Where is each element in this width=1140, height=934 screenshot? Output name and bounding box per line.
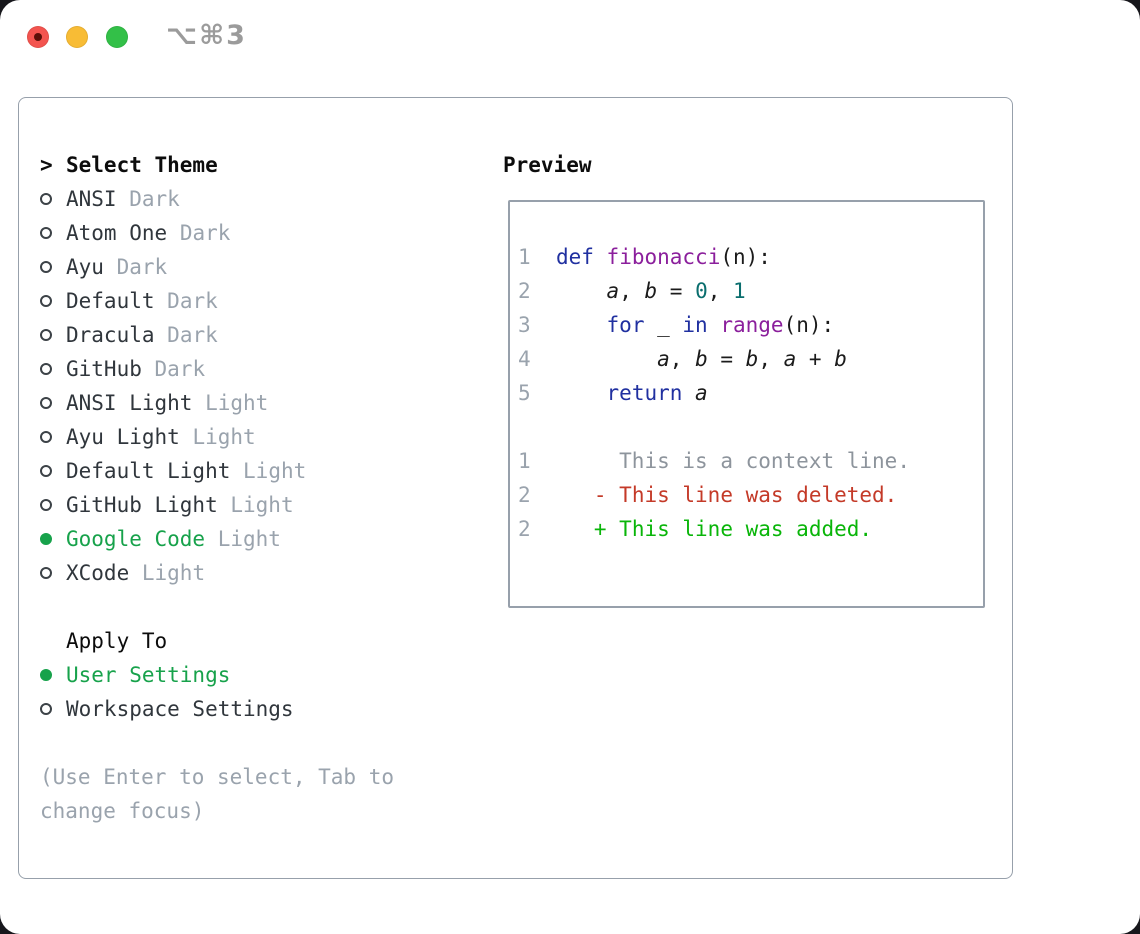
selection-cursor-icon: >	[40, 153, 53, 177]
radio-icon	[40, 227, 52, 239]
apply-to-header-row: Apply To	[40, 624, 394, 658]
apply-option[interactable]: User Settings	[40, 658, 394, 692]
marker	[40, 567, 66, 579]
option-label: Workspace Settings	[66, 697, 294, 721]
select-theme-header: Select Theme	[66, 153, 218, 177]
option-label: Default Dark	[66, 289, 218, 313]
theme-option[interactable]: Default Dark	[40, 284, 394, 318]
select-theme-header-row: > Select Theme	[40, 148, 394, 182]
unsaved-changes-dot-icon	[34, 33, 42, 41]
preview-column: Preview 1 def fibonacci(n): 2 a, b = 0, …	[503, 148, 985, 608]
radio-icon	[40, 499, 52, 511]
radio-icon	[40, 703, 52, 715]
theme-option[interactable]: Ayu Light Light	[40, 420, 394, 454]
radio-icon	[40, 295, 52, 307]
option-label: XCode Light	[66, 561, 206, 585]
theme-option[interactable]: Default Light Light	[40, 454, 394, 488]
option-label: Ayu Light Light	[66, 425, 256, 449]
theme-option[interactable]: Dracula Dark	[40, 318, 394, 352]
theme-option[interactable]: XCode Light	[40, 556, 394, 590]
option-label: Atom One Dark	[66, 221, 231, 245]
apply-option[interactable]: Workspace Settings	[40, 692, 394, 726]
radio-selected-icon	[40, 669, 52, 681]
close-button[interactable]	[27, 26, 49, 48]
option-label: GitHub Dark	[66, 357, 206, 381]
marker	[40, 261, 66, 273]
theme-option[interactable]: ANSI Dark	[40, 182, 394, 216]
radio-icon	[40, 567, 52, 579]
radio-icon	[40, 363, 52, 375]
minimize-button[interactable]	[66, 26, 88, 48]
theme-preview-box: 1 def fibonacci(n): 2 a, b = 0, 1 3 for …	[508, 200, 985, 608]
marker	[40, 397, 66, 409]
preview-code: 1 def fibonacci(n): 2 a, b = 0, 1 3 for …	[518, 245, 910, 541]
help-text-line-2: change focus)	[40, 799, 205, 823]
marker	[40, 431, 66, 443]
radio-icon	[40, 397, 52, 409]
option-label: Google Code Light	[66, 527, 281, 551]
spacer	[40, 590, 394, 624]
theme-option[interactable]: GitHub Light Light	[40, 488, 394, 522]
marker	[40, 363, 66, 375]
radio-icon	[40, 329, 52, 341]
radio-icon	[40, 193, 52, 205]
marker	[40, 227, 66, 239]
marker	[40, 703, 66, 715]
marker	[40, 669, 66, 681]
option-label: GitHub Light Light	[66, 493, 294, 517]
marker	[40, 295, 66, 307]
theme-option[interactable]: ANSI Light Light	[40, 386, 394, 420]
marker	[40, 465, 66, 477]
spacer	[40, 726, 394, 760]
theme-option[interactable]: GitHub Dark	[40, 352, 394, 386]
theme-option[interactable]: Ayu Dark	[40, 250, 394, 284]
preview-header: Preview	[503, 153, 592, 177]
option-label: Dracula Dark	[66, 323, 218, 347]
option-label: ANSI Dark	[66, 187, 180, 211]
theme-option[interactable]: Google Code Light	[40, 522, 394, 556]
theme-option[interactable]: Atom One Dark	[40, 216, 394, 250]
marker	[40, 193, 66, 205]
radio-icon	[40, 261, 52, 273]
marker	[40, 533, 66, 545]
option-label: Ayu Dark	[66, 255, 168, 279]
radio-selected-icon	[40, 533, 52, 545]
radio-icon	[40, 465, 52, 477]
zoom-button[interactable]	[106, 26, 128, 48]
marker	[40, 329, 66, 341]
window-title-shortcut: ⌥⌘3	[166, 20, 247, 51]
apply-to-header: Apply To	[66, 629, 168, 653]
radio-icon	[40, 431, 52, 443]
option-label: ANSI Light Light	[66, 391, 269, 415]
help-text-line-1: (Use Enter to select, Tab to	[40, 765, 395, 789]
option-label: Default Light Light	[66, 459, 307, 483]
option-label: User Settings	[66, 663, 231, 687]
marker	[40, 499, 66, 511]
